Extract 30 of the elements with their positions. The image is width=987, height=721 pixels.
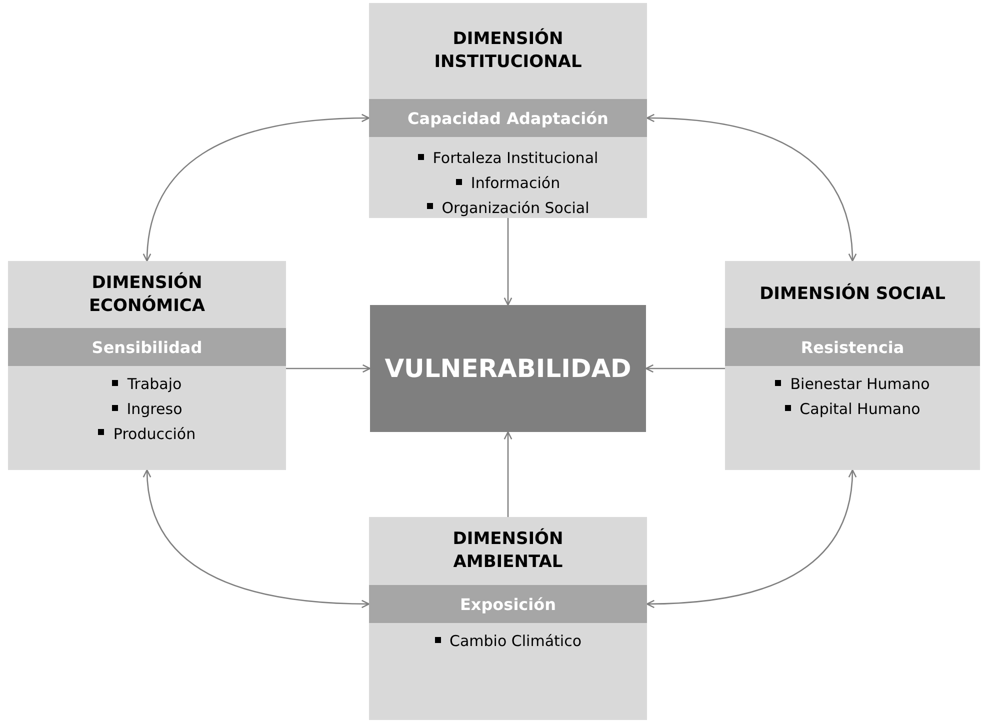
dimension-box [725,261,980,470]
central-box: VULNERABILIDAD [370,305,646,432]
dimension-box [369,517,647,720]
bullet-item: Cambio Climático [434,631,582,653]
bullet-item: Bienestar Humano [775,374,930,396]
category-band: Resistencia [725,328,980,366]
arrow [646,114,856,262]
category-band: Exposición [369,585,647,623]
bullet-item: Fortaleza Institucional [418,148,598,170]
bullet-item: Trabajo [112,374,182,396]
bullet-item: Ingreso [112,398,182,420]
bullet-item: Producción [98,424,196,446]
arrow [143,469,370,608]
arrow [645,364,725,373]
arrow [143,114,370,262]
dimension-heading: DIMENSIÓN ECONÓMICA [88,272,206,318]
dimension-box [369,3,647,218]
dimension-box [8,261,286,470]
dimension-heading: DIMENSIÓN INSTITUCIONAL [433,28,583,74]
bullet-item: Capital Humano [784,398,920,420]
bullet-item: Organización Social [426,198,590,220]
arrow [286,364,371,373]
dimension-heading: DIMENSIÓN SOCIAL [760,283,946,306]
category-band: Capacidad Adaptación [369,99,647,137]
arrow [504,218,512,306]
dimension-heading: DIMENSIÓN AMBIENTAL [452,528,564,574]
bullet-item: Información [456,172,560,194]
category-band: Sensibilidad [8,328,286,366]
arrow [646,469,856,608]
arrow [504,431,512,517]
